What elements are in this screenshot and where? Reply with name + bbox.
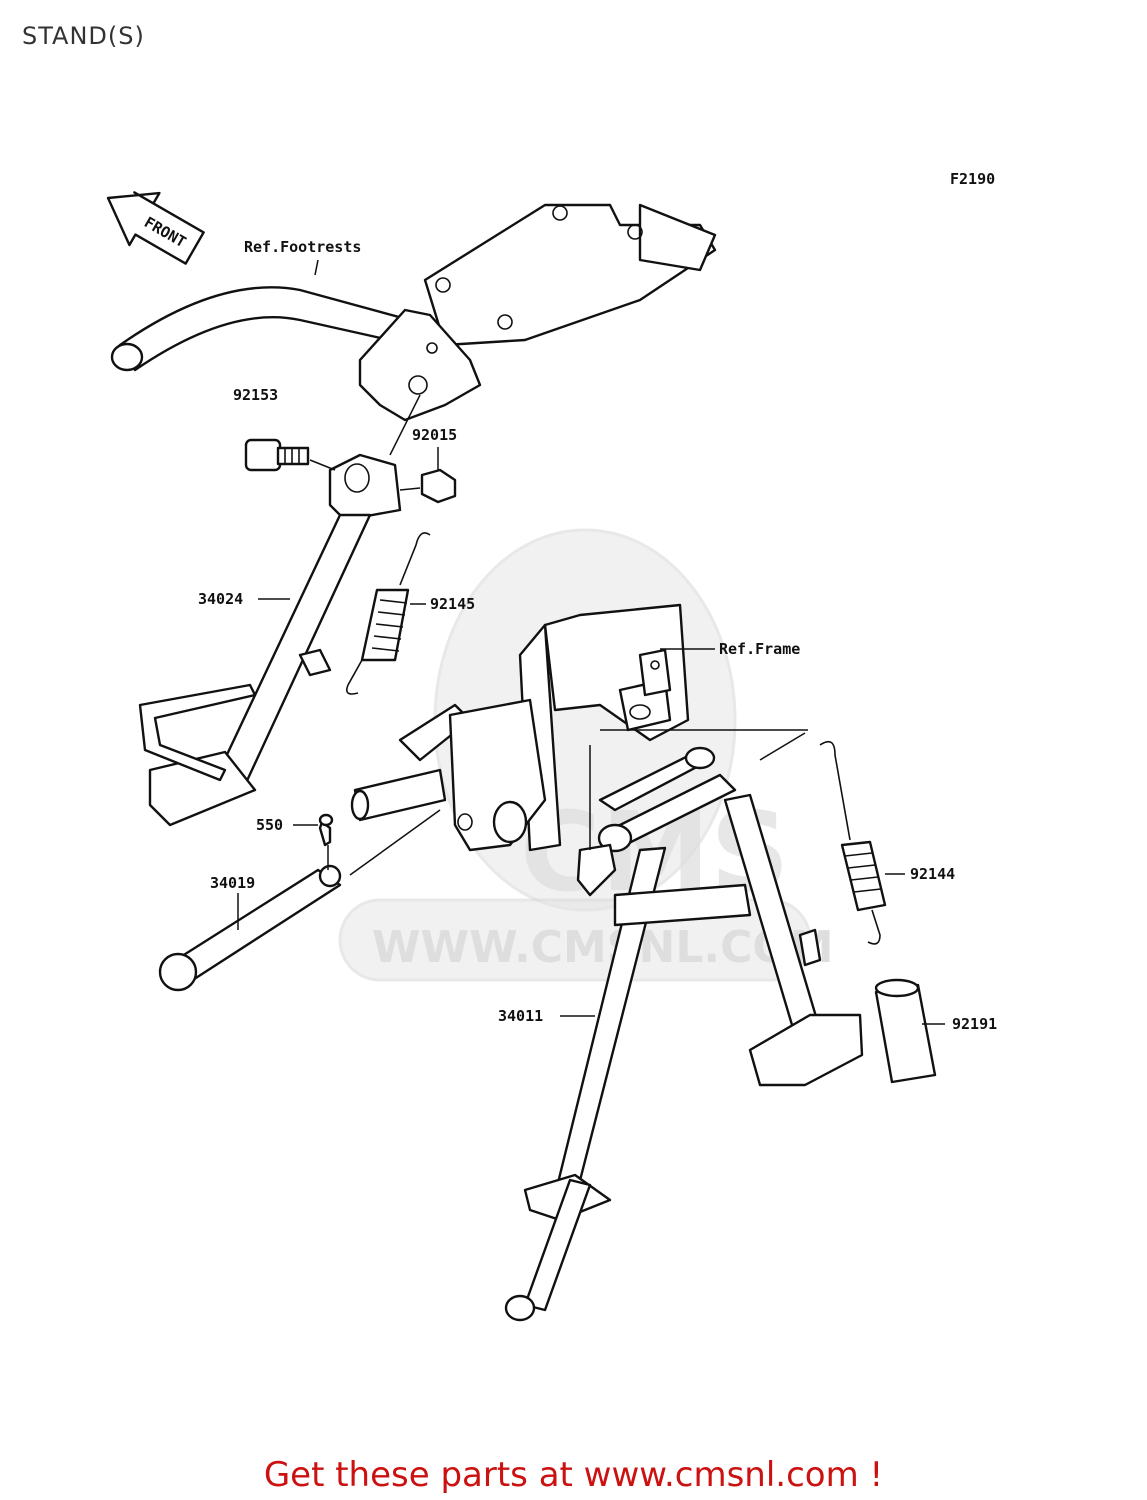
label-34024: 34024 (198, 590, 243, 608)
label-550: 550 (256, 816, 283, 834)
label-ref-footrests: Ref.Footrests (244, 238, 361, 256)
cotter-pin-550 (318, 813, 334, 847)
nut-92015 (420, 468, 457, 504)
label-92145: 92145 (430, 595, 475, 613)
cta-link[interactable]: Get these parts at www.cmsnl.com ! (263, 1455, 884, 1495)
spring-92145 (345, 532, 431, 695)
footrest-assembly (110, 203, 717, 422)
frame-assembly (350, 603, 690, 852)
bushing-92191 (874, 978, 937, 1084)
label-92191: 92191 (952, 1015, 997, 1033)
front-arrow-icon: FRONT (106, 191, 205, 265)
label-34019: 34019 (210, 874, 255, 892)
page-title: STAND(S) (22, 22, 145, 50)
side-stand-34024 (138, 453, 402, 827)
center-stand-34011 (504, 746, 864, 1322)
label-92153: 92153 (233, 386, 278, 404)
label-92144: 92144 (910, 865, 955, 883)
watermark-url: WWW.CMSNL.COM (372, 922, 834, 973)
spring-92144 (819, 740, 887, 945)
label-92015: 92015 (412, 426, 457, 444)
pin-34019 (158, 864, 342, 992)
leader-lines (237, 259, 945, 1025)
parts-diagram: CMS WWW.CMSNL.COM F2190 FRONT (106, 170, 997, 1322)
label-ref-frame: Ref.Frame (719, 640, 800, 658)
label-34011: 34011 (498, 1007, 543, 1025)
figure-code: F2190 (950, 170, 995, 188)
bolt-92153 (244, 438, 310, 472)
